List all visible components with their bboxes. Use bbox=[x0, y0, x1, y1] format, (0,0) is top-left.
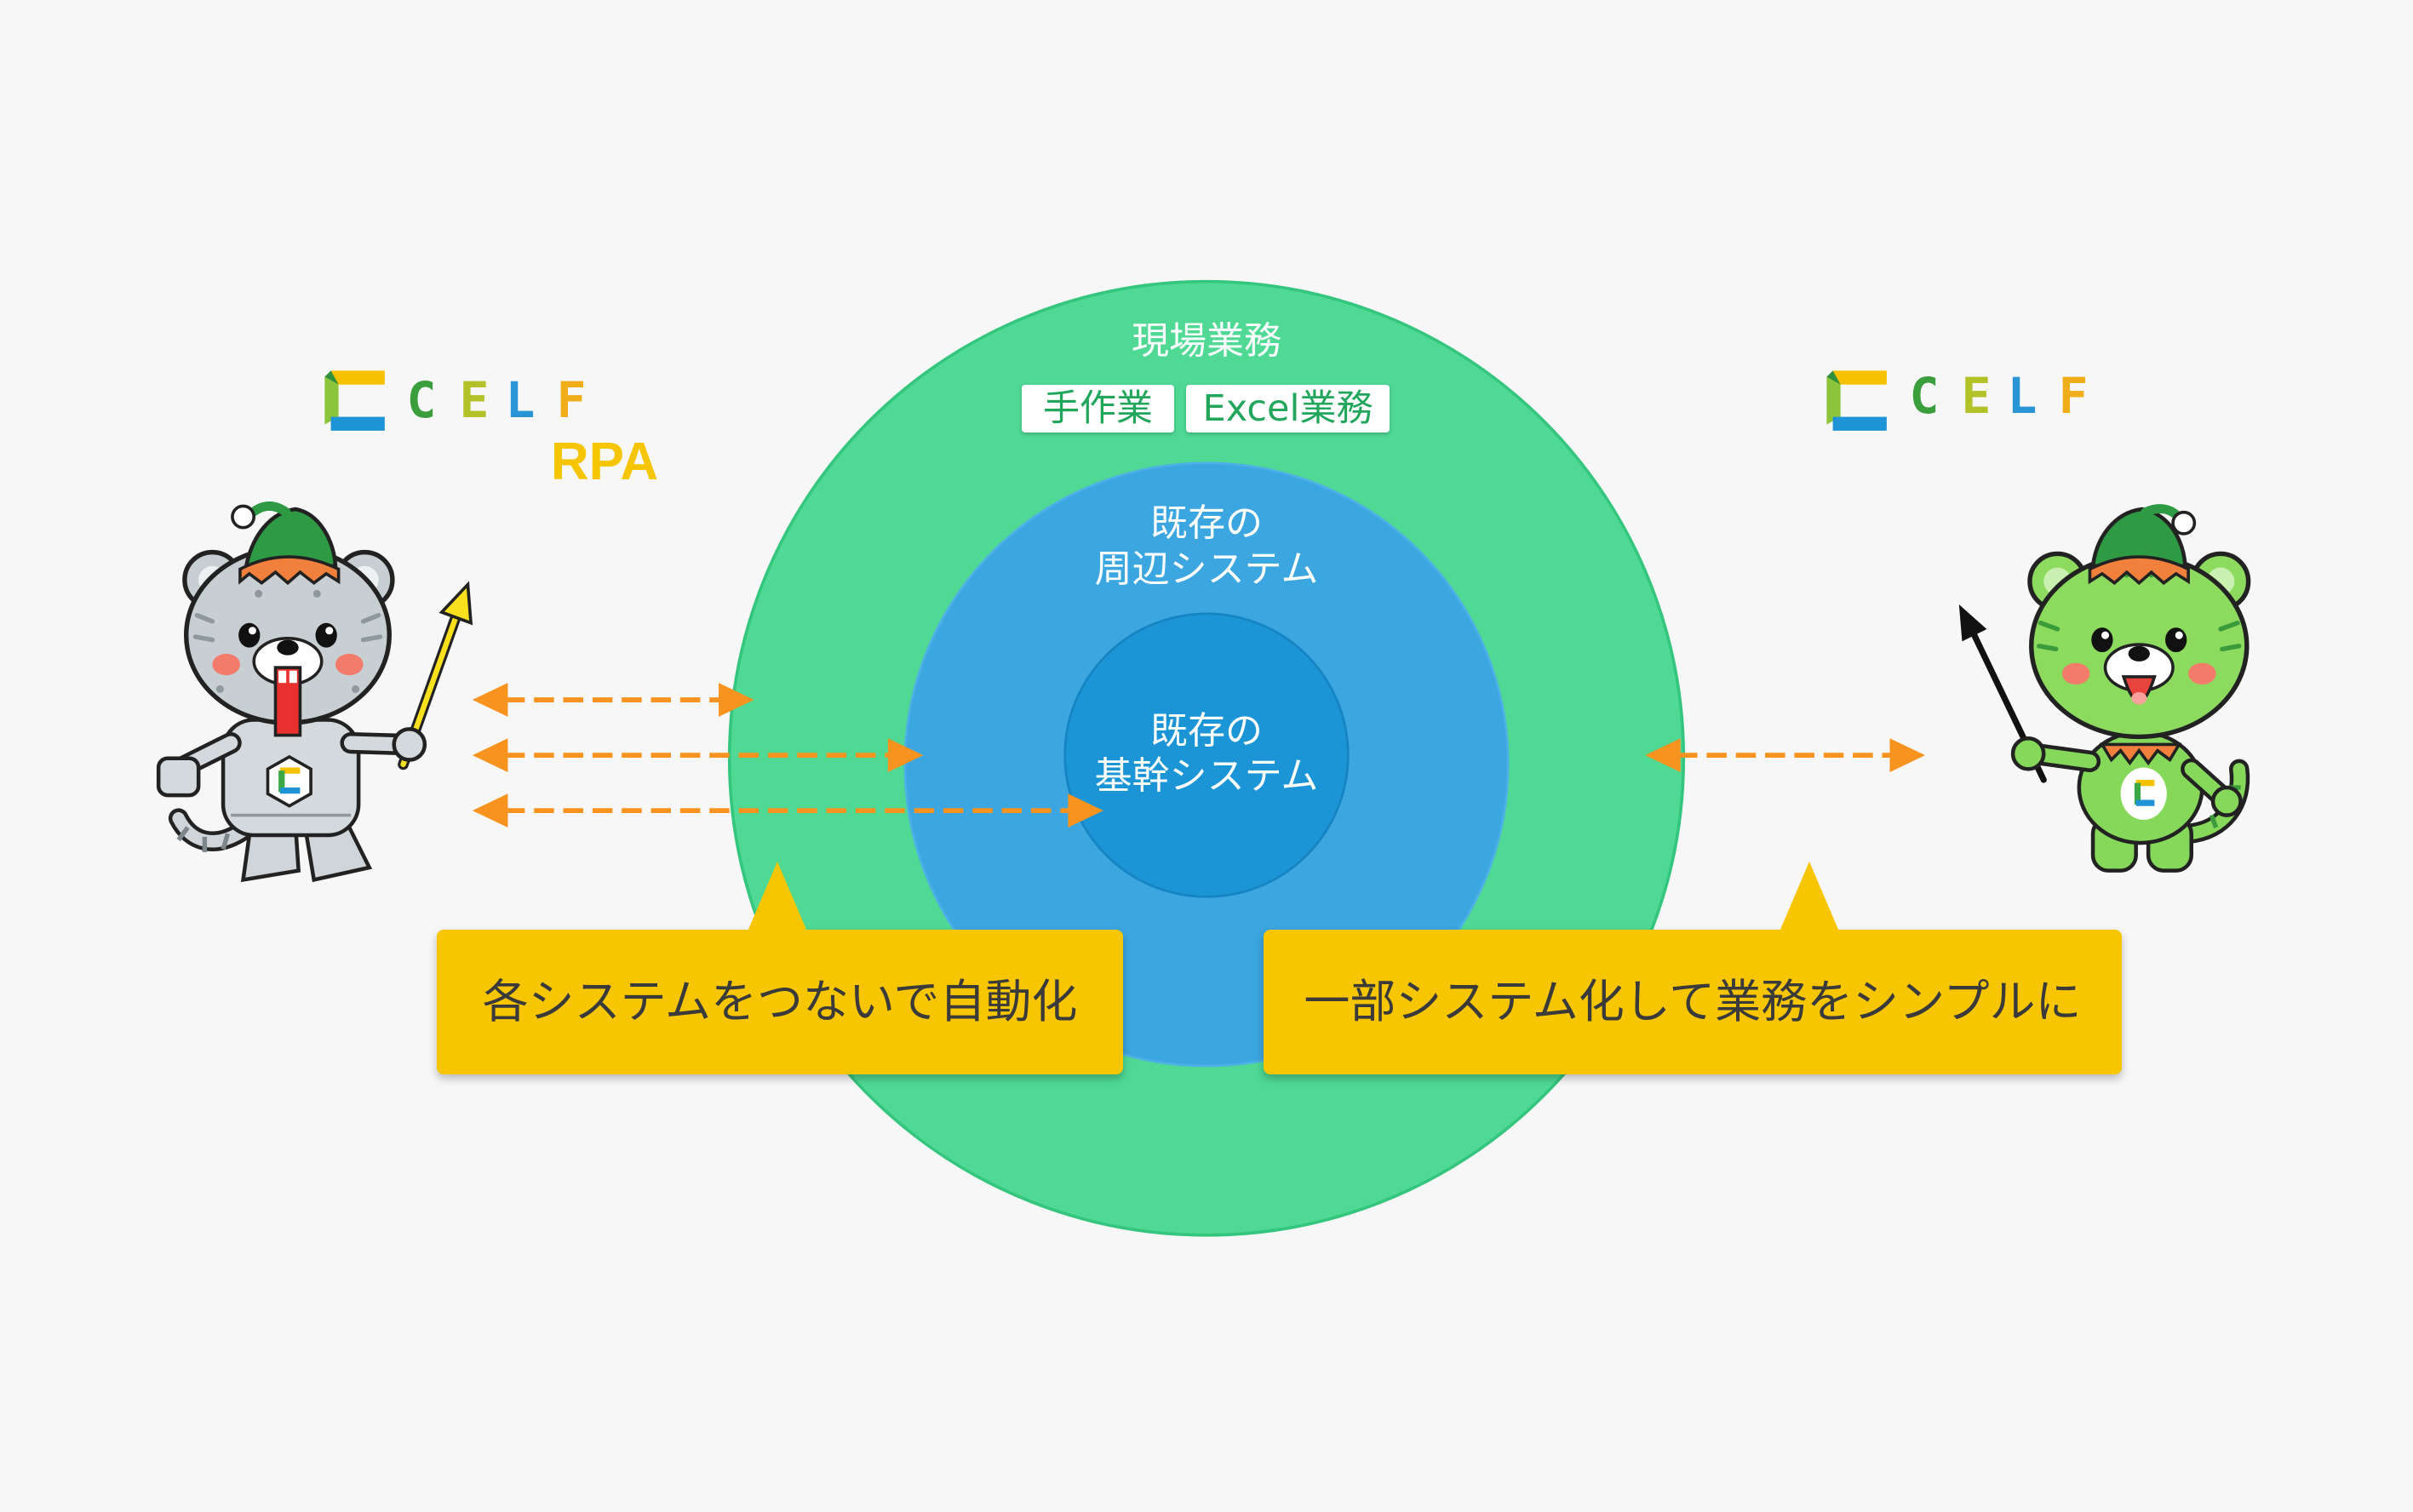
mascot-head-rivets bbox=[215, 589, 360, 693]
mascot-nose bbox=[277, 639, 299, 656]
callout-left-text: 各システムをつないで自動化 bbox=[482, 975, 1078, 1028]
mascot-left-eye bbox=[238, 622, 261, 648]
mascot-right-cheek bbox=[335, 653, 364, 676]
logo-icon-top-bar bbox=[330, 370, 385, 385]
logo-letter: C bbox=[1909, 367, 1940, 425]
tag-excel-work: Excel業務 bbox=[1186, 385, 1390, 432]
eye-highlight bbox=[2175, 631, 2183, 639]
celf-logo-icon-left bbox=[324, 370, 385, 431]
logo-letter: E bbox=[1961, 367, 1992, 425]
rivet bbox=[255, 589, 263, 598]
logo-icon-bottom-bar bbox=[330, 416, 385, 431]
logo-icon-bottom-bar bbox=[1832, 416, 1887, 431]
arrow-rpa-to-peripheral-systems bbox=[472, 738, 924, 772]
elf-hat-pom bbox=[231, 504, 256, 530]
rivet bbox=[215, 684, 224, 693]
mascot-right-hand bbox=[392, 727, 427, 762]
mascot-right-eye bbox=[315, 622, 337, 648]
mascot-collar bbox=[2099, 742, 2182, 766]
mascot-tooth bbox=[289, 670, 297, 684]
arrow-head-left bbox=[472, 738, 508, 772]
rpa-label: RPA bbox=[550, 432, 659, 491]
mascot-left-cheek bbox=[212, 653, 240, 676]
belly-patch bbox=[2120, 767, 2167, 820]
logo-letter: F bbox=[556, 371, 587, 429]
mascot-right-cheek bbox=[2188, 662, 2216, 684]
outer-circle-title: 現場業務 bbox=[1132, 319, 1281, 363]
logo-icon-left-bar bbox=[1826, 376, 1841, 425]
belly-logo-emblem bbox=[2120, 767, 2167, 820]
rivet bbox=[312, 589, 321, 598]
mascot-nose bbox=[2128, 645, 2150, 662]
arrow-rpa-to-field-work bbox=[472, 683, 754, 717]
tag-manual-work: 手作業 bbox=[1022, 385, 1174, 432]
pointer-arrowhead bbox=[438, 581, 473, 626]
callout-right-text: 一部システム化して業務をシンプルに bbox=[1304, 975, 2082, 1028]
celf-logo-icon-right bbox=[1826, 370, 1887, 431]
logo-icon-top-bar bbox=[1832, 370, 1887, 385]
arrow-head-left bbox=[472, 793, 508, 828]
green-tiger-mascot bbox=[1958, 504, 2251, 873]
callout-left: 各システムをつないで自動化 bbox=[437, 862, 1123, 1074]
eye-highlight bbox=[325, 627, 334, 635]
logo-letter: F bbox=[2058, 367, 2089, 425]
logo-letter: L bbox=[505, 371, 536, 429]
logo-icon-fold bbox=[324, 370, 339, 385]
belly-emblem-plate bbox=[266, 754, 312, 808]
arrow-head-left bbox=[472, 683, 508, 717]
mascot-tongue bbox=[2131, 692, 2147, 705]
inner-circle-label: 既存の 基幹システム bbox=[1095, 708, 1319, 799]
elf-hat bbox=[244, 507, 338, 569]
rivet bbox=[351, 684, 360, 693]
elf-hat-band bbox=[2088, 555, 2190, 586]
arrow-head-right bbox=[887, 738, 924, 772]
mascot-left-eye bbox=[2091, 627, 2113, 653]
middle-circle-label-line: 既存の bbox=[1150, 501, 1263, 545]
arrow-head-right bbox=[719, 683, 754, 717]
callout-pointer bbox=[748, 862, 807, 931]
arrow-head-right bbox=[1889, 738, 1926, 772]
mascot-left-fist bbox=[156, 756, 201, 798]
arrow-head-right bbox=[1068, 793, 1103, 828]
mascot-right-eye bbox=[2165, 627, 2187, 653]
callout-right: 一部システム化して業務をシンプルに bbox=[1264, 862, 2122, 1074]
logo-letter: E bbox=[459, 371, 490, 429]
logo-icon-fold bbox=[1826, 370, 1841, 385]
mascot-left-cheek bbox=[2061, 662, 2090, 684]
inner-circle-label-line: 基幹システム bbox=[1094, 754, 1319, 798]
logo-icon-left-bar bbox=[324, 376, 339, 425]
arrow-head-left bbox=[1645, 738, 1681, 772]
elf-hat-pom bbox=[2171, 510, 2197, 536]
elf-hat-band bbox=[238, 555, 341, 586]
eye-highlight bbox=[2101, 631, 2110, 639]
mascot-right-hand bbox=[2210, 785, 2243, 817]
callout-pointer bbox=[1780, 862, 1839, 931]
pointer-arrowhead bbox=[1958, 604, 1987, 642]
inner-circle-core-systems bbox=[1063, 612, 1350, 898]
eye-highlight bbox=[248, 627, 256, 635]
logo-letter: C bbox=[406, 371, 437, 429]
robot-tiger-mascot bbox=[156, 501, 473, 883]
mascot-left-hand bbox=[2010, 736, 2046, 771]
mascot-tail-stripes bbox=[176, 826, 231, 852]
mascot-head-stripes bbox=[2037, 557, 2242, 652]
arrow-field-work-to-celf bbox=[1645, 738, 1926, 772]
middle-circle-label: 既存の 周辺システム bbox=[1095, 501, 1319, 593]
arrow-rpa-to-core-systems bbox=[472, 793, 1103, 828]
mascot-head-stripes bbox=[192, 554, 383, 643]
logo-letter: L bbox=[2007, 367, 2038, 425]
inner-circle-label-line: 既存の bbox=[1150, 709, 1263, 753]
belly-logo-emblem bbox=[266, 754, 312, 808]
mascot-tooth bbox=[278, 670, 287, 684]
middle-circle-label-line: 周辺システム bbox=[1094, 547, 1319, 591]
